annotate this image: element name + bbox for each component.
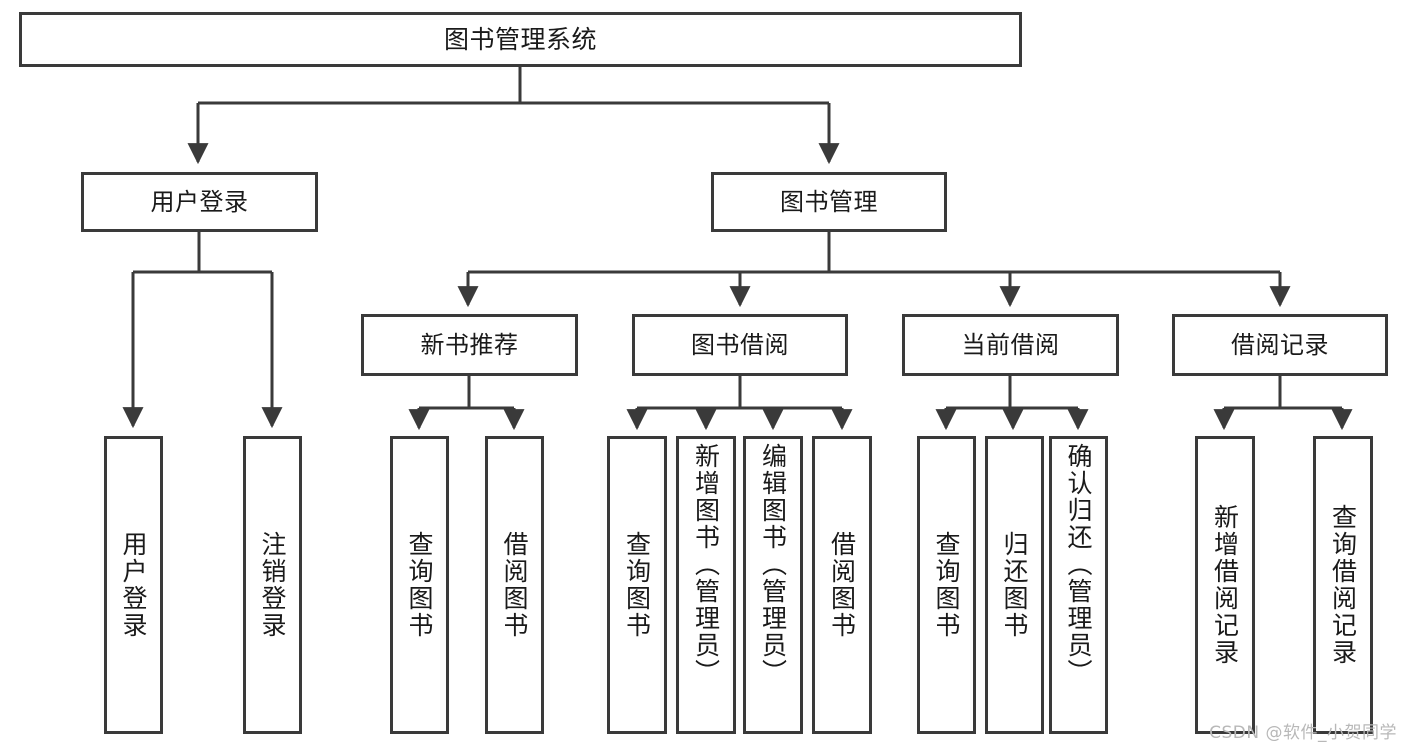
leaf-borrow-record-query-record[interactable]: 查询借阅记录 (1313, 436, 1373, 734)
leaf-new-book-query-book[interactable]: 查询图书 (390, 436, 449, 734)
leaf-current-borrow-query-book[interactable]: 查询图书 (917, 436, 976, 734)
leaf-user-login-logout[interactable]: 注销登录 (243, 436, 302, 734)
node-label: 查询图书 (932, 531, 961, 639)
node-label: 查询借阅记录 (1328, 504, 1358, 666)
leaf-current-borrow-confirm-return-admin[interactable]: 确认归还（管理员） (1049, 436, 1108, 734)
node-label: 新书推荐 (420, 330, 519, 359)
node-label: 新增图书（管理员） (691, 443, 721, 686)
node-label: 用户登录 (119, 531, 148, 639)
node-book-borrow[interactable]: 图书借阅 (632, 314, 848, 376)
node-new-book-recommend[interactable]: 新书推荐 (361, 314, 578, 376)
node-current-borrow[interactable]: 当前借阅 (902, 314, 1119, 376)
leaf-book-borrow-query-book[interactable]: 查询图书 (607, 436, 667, 734)
node-label: 归还图书 (1000, 531, 1029, 639)
node-label: 图书管理 (780, 187, 878, 216)
node-label: 图书管理系统 (443, 24, 597, 54)
node-label: 注销登录 (258, 531, 287, 639)
leaf-book-borrow-add-book-admin[interactable]: 新增图书（管理员） (676, 436, 736, 734)
node-label: 确认归还（管理员） (1064, 443, 1093, 686)
node-label: 编辑图书（管理员） (758, 443, 788, 686)
leaf-book-borrow-borrow-book[interactable]: 借阅图书 (812, 436, 872, 734)
node-label: 借阅图书 (827, 531, 857, 639)
node-label: 查询图书 (622, 531, 652, 639)
leaf-book-borrow-edit-book-admin[interactable]: 编辑图书（管理员） (743, 436, 803, 734)
leaf-current-borrow-return-book[interactable]: 归还图书 (985, 436, 1044, 734)
watermark-text: CSDN @软件_小贺同学 (1209, 723, 1397, 743)
node-root-book-management-system[interactable]: 图书管理系统 (19, 12, 1022, 67)
node-label: 新增借阅记录 (1210, 504, 1240, 666)
node-label: 查询图书 (405, 531, 434, 639)
node-label: 图书借阅 (691, 330, 789, 359)
node-label: 借阅记录 (1231, 330, 1329, 359)
node-book-management[interactable]: 图书管理 (711, 172, 947, 232)
node-borrow-record[interactable]: 借阅记录 (1172, 314, 1388, 376)
leaf-user-login-login[interactable]: 用户登录 (104, 436, 163, 734)
leaf-borrow-record-add-record[interactable]: 新增借阅记录 (1195, 436, 1255, 734)
node-label: 当前借阅 (961, 330, 1060, 359)
node-label: 用户登录 (150, 187, 249, 216)
leaf-new-book-borrow-book[interactable]: 借阅图书 (485, 436, 544, 734)
node-label: 借阅图书 (500, 531, 529, 639)
node-user-login[interactable]: 用户登录 (81, 172, 318, 232)
